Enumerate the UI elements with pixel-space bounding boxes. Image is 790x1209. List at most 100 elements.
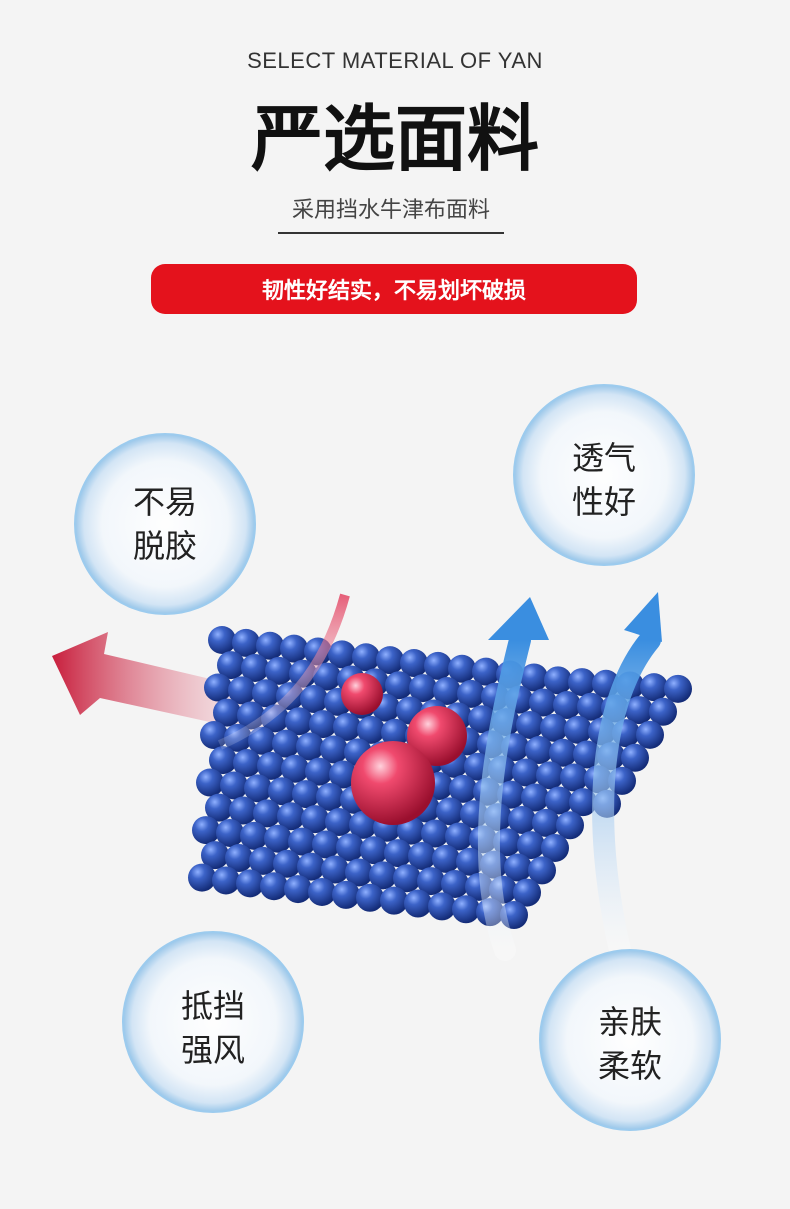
fabric-bead <box>229 796 257 825</box>
fabric-bead <box>472 657 500 686</box>
fabric-bead <box>400 649 428 678</box>
fabric-bead <box>264 824 292 853</box>
fabric-bead <box>301 805 329 834</box>
fabric-bead <box>384 839 412 868</box>
fabric-bead <box>468 705 496 734</box>
fabric-bead <box>513 878 541 907</box>
fabric-bead <box>277 802 305 831</box>
fabric-bead <box>512 758 540 787</box>
fabric-bead <box>281 754 309 783</box>
fabric-bead <box>525 736 553 765</box>
feature-line: 亲肤 <box>597 1003 662 1041</box>
fabric-bead <box>265 656 293 685</box>
fabric-bead <box>508 806 536 834</box>
fabric-bead <box>397 816 425 845</box>
fabric-bead <box>577 692 605 721</box>
fabric-bead <box>356 883 384 912</box>
fabric-bead <box>560 763 588 792</box>
fabric-bead <box>316 782 344 811</box>
page-subtitle: 采用挡水牛津布面料 <box>278 192 504 234</box>
fabric-bead <box>380 886 408 915</box>
fabric-bead <box>308 878 336 906</box>
fabric-bead <box>329 760 357 789</box>
water-droplet-icon <box>407 706 467 766</box>
pink-streak <box>217 593 350 750</box>
fabric-bead <box>428 892 456 921</box>
fabric-bead <box>357 715 385 744</box>
fabric-bead <box>213 698 241 727</box>
water-bubble-icon <box>74 433 256 615</box>
fabric-bead <box>296 732 324 761</box>
blue-airflow-arrow-icon <box>477 592 662 961</box>
fabric-bead <box>225 844 253 873</box>
feature-line: 柔软 <box>597 1047 662 1085</box>
fabric-bead <box>549 738 577 767</box>
fabric-bead <box>540 713 568 742</box>
fabric-bead <box>328 640 356 669</box>
feature-windproof: 抵挡 强风 <box>123 984 303 1072</box>
fabric-bead <box>201 841 229 870</box>
fabric-bead <box>649 697 677 726</box>
fabric-bead <box>436 797 464 826</box>
fabric-bead <box>376 646 404 675</box>
fabric-bead <box>217 651 245 680</box>
fabric-bead <box>248 726 276 755</box>
bubble-bottom-right <box>539 949 721 1131</box>
fabric-bead <box>457 679 485 708</box>
fabric-bead <box>360 836 388 865</box>
fabric-bead <box>305 757 333 786</box>
fabric-bead <box>345 858 373 887</box>
fabric-bead <box>441 869 469 898</box>
fabric-bead <box>621 743 649 772</box>
fabric-bead <box>233 749 261 777</box>
fabric-bead <box>568 668 596 697</box>
fabric-bead <box>445 822 473 851</box>
fabric-bead <box>404 889 432 918</box>
fabric-bead <box>545 786 573 815</box>
fabric-bead <box>640 673 668 702</box>
fabric-bead <box>448 654 476 683</box>
fabric-bead <box>232 628 260 657</box>
feature-line: 性好 <box>571 483 636 521</box>
fabric-bead <box>381 718 409 747</box>
fabric-bead <box>424 651 452 680</box>
water-droplets <box>341 673 467 825</box>
feature-breathable: 透气 性好 <box>514 436 694 524</box>
fabric-bead <box>253 799 281 828</box>
feature-line: 抵挡 <box>180 987 245 1025</box>
bubble-bottom-left <box>122 931 304 1113</box>
fabric-bead <box>409 674 437 703</box>
fabric-bead <box>520 663 548 692</box>
fabric-bead <box>332 880 360 909</box>
fabric-bead <box>664 674 692 703</box>
fabric-bead <box>284 875 312 904</box>
bubble-top-left <box>74 433 256 615</box>
fabric-bead <box>285 707 313 736</box>
fabric-bead <box>456 847 484 876</box>
fabric-bead <box>192 816 220 845</box>
fabric-bead <box>421 819 449 848</box>
fabric-bead <box>432 844 460 873</box>
fabric-bead <box>417 867 445 896</box>
fabric-bead <box>556 811 584 840</box>
fabric-bead <box>393 864 421 893</box>
fabric-bead <box>336 833 364 862</box>
fabric-bead <box>244 774 272 803</box>
fabric-bead <box>241 653 269 682</box>
fabric-bead <box>220 771 248 800</box>
fabric-bead <box>196 768 224 797</box>
water-bubble-icon <box>122 931 304 1113</box>
feature-line: 脱胶 <box>132 527 197 565</box>
page-title: 严选面料 <box>250 97 539 181</box>
fabric-bead <box>352 643 380 672</box>
fabric-mesh <box>188 626 692 930</box>
fabric-bead <box>625 696 653 725</box>
fabric-bead <box>209 746 237 775</box>
fabric-bead <box>408 842 436 870</box>
fabric-bead <box>228 676 256 705</box>
bubble-top-right <box>513 384 695 566</box>
fabric-bead <box>532 808 560 837</box>
fabric-bead <box>449 774 477 803</box>
fabric-bead <box>240 821 268 850</box>
fabric-bead <box>564 715 592 744</box>
